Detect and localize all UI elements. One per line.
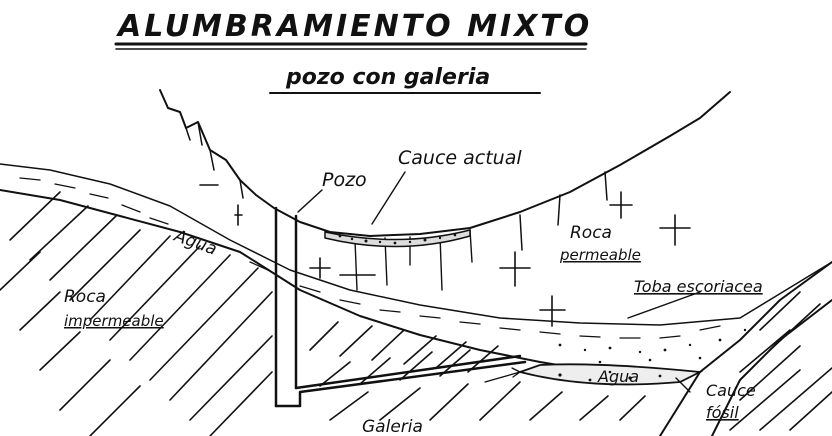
impermeable-boundary (0, 189, 701, 379)
impermeable-hatching-center (309, 321, 646, 421)
impermeable-hatching-left (0, 191, 273, 436)
label-pozo: Pozo (322, 169, 367, 191)
cliff-cracks (185, 121, 608, 251)
label-agua-upper-group: Agua (171, 226, 220, 260)
label-roca-impermeable-1: Roca (64, 287, 106, 307)
label-cauce-actual: Cauce actual (398, 147, 522, 169)
fissures (354, 229, 473, 291)
label-cauce-fosil-2: fósil (706, 403, 739, 422)
label-agua-lower: Agua (597, 367, 639, 386)
aquifer-flow-dashes (19, 177, 721, 339)
label-roca-impermeable-2: impermeable (64, 312, 164, 330)
diagram-title: ALUMBRAMIENTO MIXTO (116, 9, 592, 44)
diagram-subtitle: pozo con galeria (285, 65, 490, 90)
label-toba: Toba escoriacea (634, 277, 763, 296)
well-shaft (274, 206, 298, 408)
cauce-fosil-leader (675, 377, 691, 393)
label-cauce-fosil-1: Cauce (706, 381, 756, 400)
label-roca-permeable-2: permeable (559, 246, 641, 264)
label-agua-upper: Agua (171, 226, 220, 260)
label-roca-permeable-1: Roca (570, 223, 612, 243)
label-galeria: Galeria (362, 417, 423, 436)
aquifer-upper-top (0, 163, 832, 326)
water-arrow (484, 367, 521, 383)
cauce-fosil-gravel (558, 370, 662, 382)
pozo-leader (297, 189, 323, 213)
right-escarpment (659, 261, 832, 436)
toba-leader (627, 291, 701, 319)
aquifer-gravel-dots (558, 328, 747, 364)
cauce-actual-leader (371, 171, 406, 225)
cauce-actual-gravel (338, 233, 457, 245)
terrain-surface (159, 89, 731, 237)
permeable-rock-marks (199, 184, 691, 327)
impermeable-hatching-right (729, 291, 832, 431)
cauce-actual-bed (324, 229, 471, 248)
